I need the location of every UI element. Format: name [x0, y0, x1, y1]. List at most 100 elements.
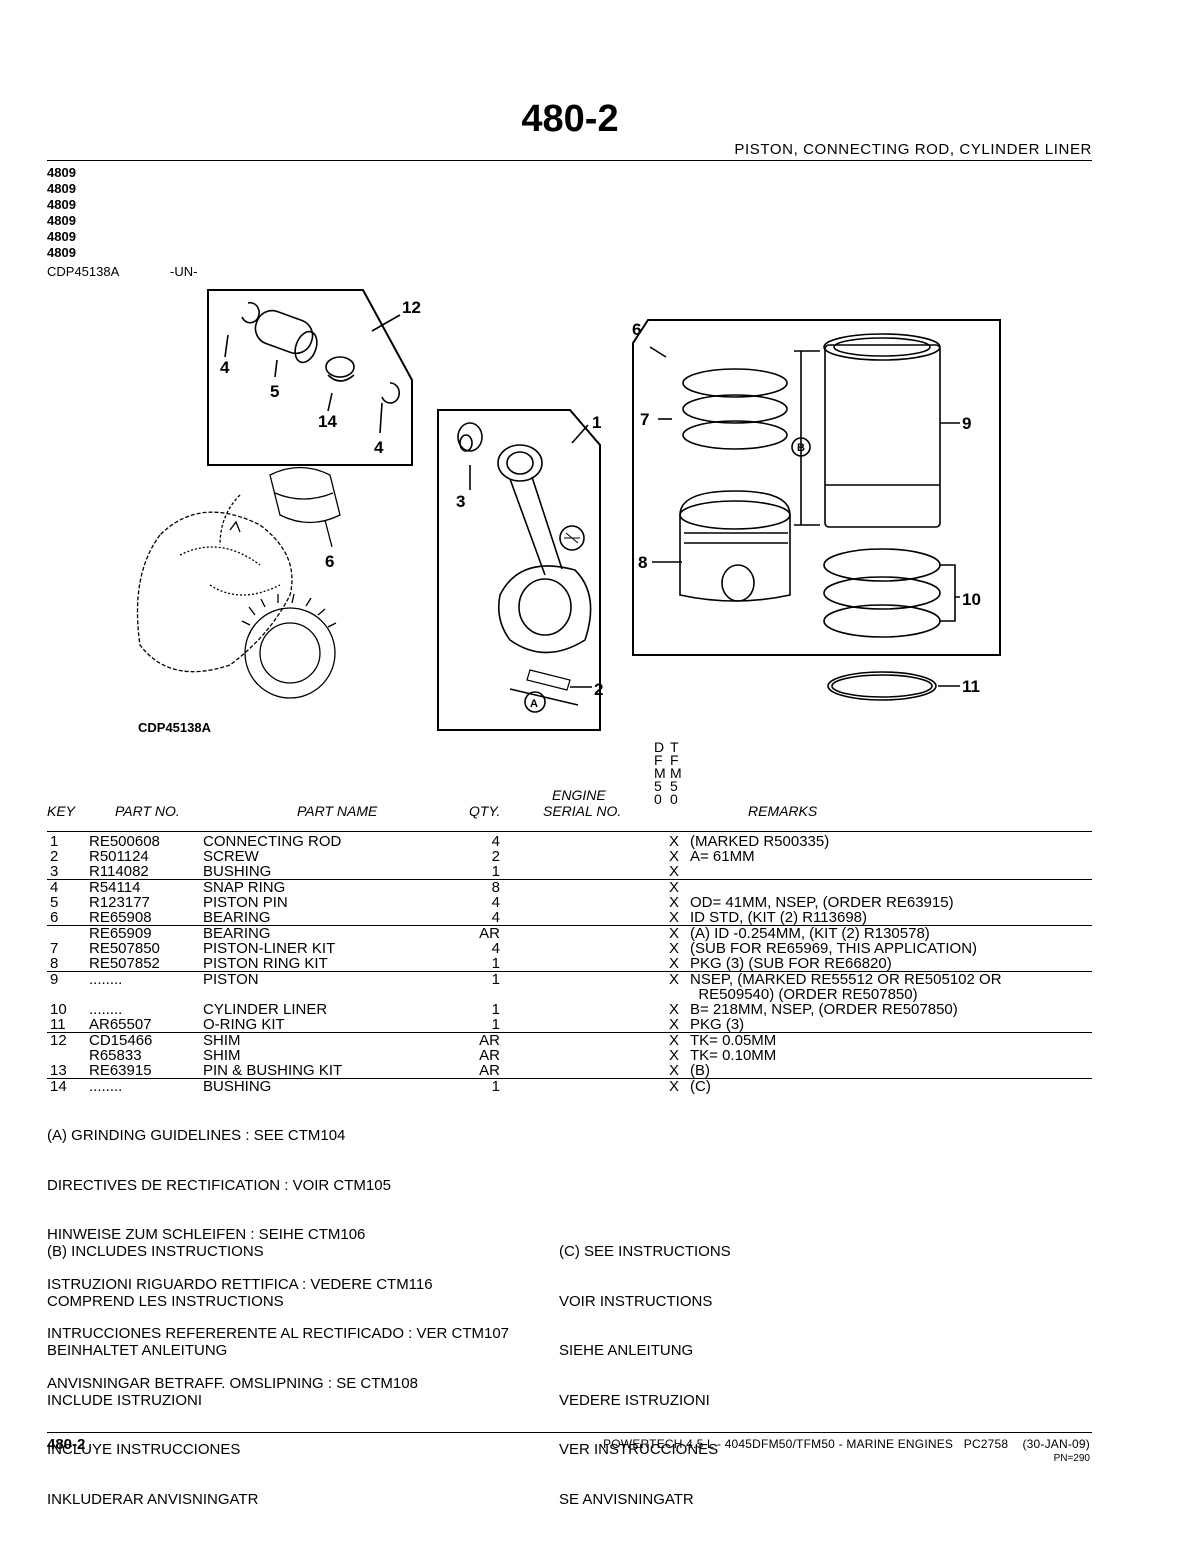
note-line: VEDERE ISTRUZIONI: [559, 1391, 710, 1409]
row-remarks: (B): [690, 1062, 710, 1079]
note-a-grinding: (A) GRINDING GUIDELINES : SEE CTM104 DIR…: [47, 1095, 509, 1409]
row-model-mark: X: [669, 1062, 680, 1079]
row-remarks: RE509540) (ORDER RE507850): [690, 986, 918, 1003]
piston-liner-kit-group: [632, 319, 1001, 656]
note-line: HINWEISE ZUM SCHLEIFEN : SEIHE CTM106: [47, 1226, 366, 1243]
row-qty: AR: [479, 1062, 500, 1079]
callout-8: 7: [640, 410, 649, 429]
note-line: ISTRUZIONI RIGUARDO RETTIFICA : VEDERE C…: [47, 1275, 433, 1293]
table-row: 7 RE507850 PISTON-LINER KIT 4 X (SUB FOR…: [0, 941, 1200, 956]
note-line: INTRUCCIONES REFERERENTE AL RECTIFICADO …: [47, 1325, 510, 1342]
row-part-no: RE65909: [89, 925, 152, 942]
table-row: 14 ........ BUSHING 1 X (C): [0, 1079, 1200, 1094]
table-row: 8 RE507852 PISTON RING KIT 1 X PKG (3) (…: [0, 956, 1200, 971]
diagram-caption: CDP45138A: [138, 720, 212, 735]
row-key: 1: [50, 833, 59, 850]
row-remarks: PKG (3): [690, 1016, 745, 1033]
row-part-no: RE65908: [89, 909, 152, 926]
row-key: 9: [50, 971, 59, 988]
footer-page-number: 480-2: [47, 1436, 86, 1453]
exploded-parts-diagram: 12 4 5 14 4 6 CDP45138A 1 3: [136, 289, 1001, 735]
connecting-rod-group: [437, 409, 601, 731]
model-col-char: 0: [670, 791, 678, 807]
row-model-mark: X: [669, 925, 680, 942]
table-row: 11 AR65507 O-RING KIT 1 X PKG (3): [0, 1017, 1200, 1032]
note-line: (B) INCLUDES INSTRUCTIONS: [47, 1243, 264, 1260]
model-col-char: F: [654, 752, 663, 768]
row-model-mark: X: [669, 971, 680, 988]
row-model-mark: X: [669, 848, 680, 865]
row-key: 7: [50, 940, 59, 957]
row-key: 10: [50, 1001, 67, 1018]
row-key: 14: [50, 1078, 67, 1095]
row-remarks: TK= 0.10MM: [690, 1047, 777, 1064]
row-qty: AR: [479, 1047, 500, 1064]
row-model-mark: X: [669, 1078, 680, 1095]
row-remarks: A= 61MM: [690, 848, 755, 865]
header-part-no: PART NO.: [115, 803, 180, 819]
row-key: 2: [50, 848, 59, 865]
row-part-no: RE500608: [89, 833, 160, 850]
row-part-name: PISTON-LINER KIT: [203, 940, 336, 957]
callout-6: 6: [325, 552, 334, 571]
row-part-no: R65833: [89, 1047, 142, 1064]
row-remarks: ID STD, (KIT (2) R113698): [690, 909, 867, 926]
footer-divider: [47, 1432, 1092, 1433]
note-line: (C) SEE INSTRUCTIONS: [559, 1243, 731, 1260]
row-qty: 4: [491, 909, 500, 926]
note-line: SIEHE ANLEITUNG: [559, 1342, 694, 1359]
callout-11: 10: [962, 590, 981, 609]
row-qty: 4: [491, 833, 500, 850]
header-divider: [47, 160, 1092, 161]
row-part-name: BUSHING: [203, 1078, 272, 1095]
group-divider: [47, 1078, 1092, 1079]
pin-bushing-kit-group: [207, 289, 413, 466]
table-row: 6 RE65908 BEARING 4 X ID STD, (KIT (2) R…: [0, 910, 1200, 925]
illustration-flag: -UN-: [170, 264, 198, 279]
row-part-no: RE507852: [89, 955, 160, 972]
row-part-no: CD15466: [89, 1032, 153, 1049]
row-part-name: BUSHING: [203, 863, 272, 880]
footer-text: POWERTECH 4.5 L - 4045DFM50/TFM50 - MARI…: [603, 1437, 1090, 1451]
section-title: PISTON, CONNECTING ROD, CYLINDER LINER: [734, 141, 1092, 158]
row-key: 12: [50, 1032, 67, 1049]
row-model-mark: X: [669, 863, 680, 880]
footer-pn: PN=290: [1053, 1453, 1090, 1464]
model-col-char: M: [670, 765, 682, 781]
row-part-no: R123177: [89, 894, 150, 911]
note-c-see: (C) SEE INSTRUCTIONS VOIR INSTRUCTIONS S…: [559, 1211, 731, 1525]
model-col-char: M: [654, 765, 666, 781]
model-code: 4809: [47, 245, 76, 260]
row-part-no: ........: [89, 1001, 123, 1018]
crankshaft-drawing: [136, 466, 341, 699]
table-row: 2 R501124 SCREW 2 X A= 61MM: [0, 849, 1200, 864]
callout-5: 5: [270, 382, 279, 401]
header-key: KEY: [47, 803, 76, 819]
model-col-char: 5: [654, 778, 662, 794]
row-qty: 1: [491, 1016, 500, 1033]
callout-3: 3: [456, 492, 465, 511]
row-model-mark: X: [669, 1016, 680, 1033]
table-row: 1 RE500608 CONNECTING ROD 4 X (MARKED R5…: [0, 834, 1200, 849]
table-row: RE509540) (ORDER RE507850): [0, 987, 1200, 1002]
row-model-mark: X: [669, 894, 680, 911]
callout-12: 11: [962, 677, 980, 696]
row-remarks: PKG (3) (SUB FOR RE66820): [690, 955, 892, 972]
row-part-no: RE507850: [89, 940, 160, 957]
row-model-mark: X: [669, 1032, 680, 1049]
group-divider: [47, 925, 1092, 926]
row-model-mark: X: [669, 909, 680, 926]
table-row: 10 ........ CYLINDER LINER 1 X B= 218MM,…: [0, 1002, 1200, 1017]
row-qty: AR: [479, 1032, 500, 1049]
note-line: ANVISNINGAR BETRAFF. OMSLIPNING : SE CTM…: [47, 1374, 418, 1392]
table-row: 12 CD15466 SHIM AR X TK= 0.05MM: [0, 1033, 1200, 1048]
row-key: 8: [50, 955, 59, 972]
table-row: R65833 SHIM AR X TK= 0.10MM: [0, 1048, 1200, 1063]
model-col-char: T: [670, 739, 679, 755]
row-model-mark: X: [669, 940, 680, 957]
row-part-no: R114082: [89, 863, 149, 880]
model-code: 4809: [47, 229, 76, 244]
note-line: SE ANVISNINGATR: [559, 1490, 694, 1508]
table-row: 13 RE63915 PIN & BUSHING KIT AR X (B): [0, 1063, 1200, 1078]
note-b-includes: (B) INCLUDES INSTRUCTIONS COMPREND LES I…: [47, 1211, 284, 1525]
